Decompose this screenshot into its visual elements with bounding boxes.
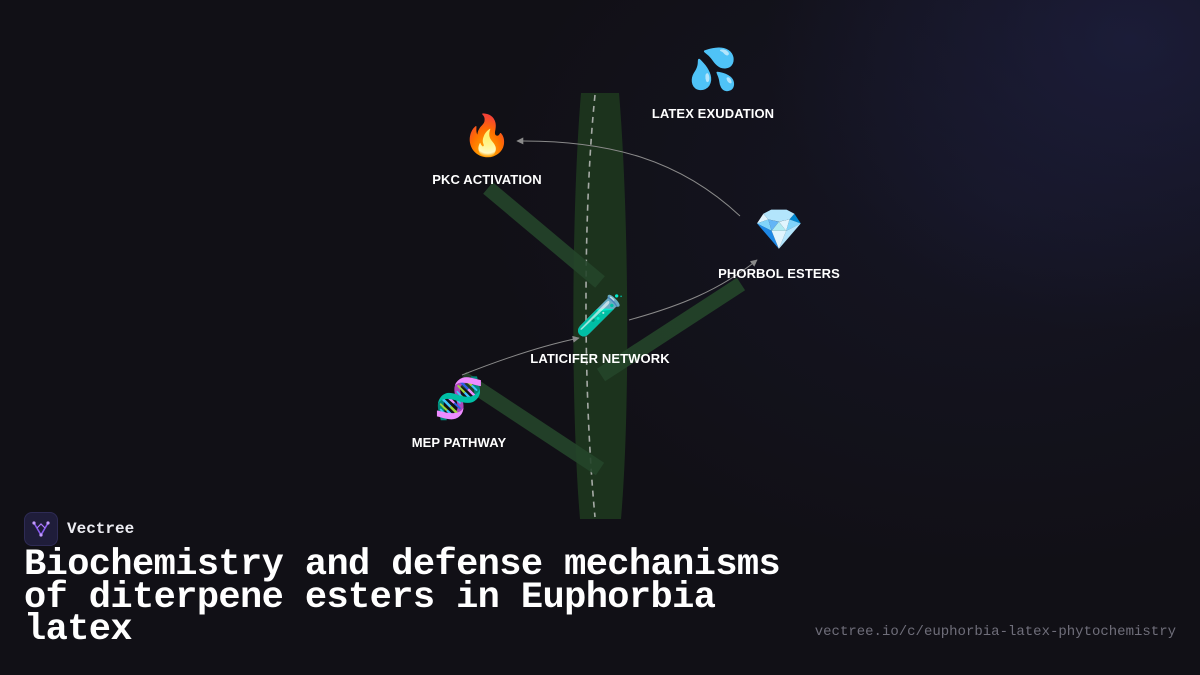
branch-lower-left xyxy=(457,371,605,476)
source-url[interactable]: vectree.io/c/euphorbia-latex-phytochemis… xyxy=(814,624,1176,640)
node-label-latex-exudation: LATEX EXUDATION xyxy=(651,106,775,121)
edge-laticifer-to-phorbol xyxy=(628,259,758,321)
page-title: Biochemistry and defense mechanisms of d… xyxy=(24,544,781,651)
node-label-phorbol-esters: PHORBOL ESTERS xyxy=(718,266,840,281)
sweat-droplets-icon: 💦 xyxy=(688,47,738,93)
branch-right xyxy=(596,277,746,382)
node-label-mep-pathway: MEP PATHWAY xyxy=(411,435,507,450)
brand: Vectree xyxy=(24,512,134,546)
edge-phorbol-to-pkc xyxy=(516,137,741,217)
edge-mep-to-laticifer xyxy=(461,335,580,376)
test-tube-icon: 🧪 xyxy=(575,293,625,339)
branch-upper-left xyxy=(483,182,605,288)
stem xyxy=(573,93,628,519)
dna-icon: 🧬 xyxy=(434,376,484,422)
vectree-logo-icon xyxy=(24,512,58,546)
fire-icon: 🔥 xyxy=(462,113,512,159)
node-label-pkc-activation: PKC ACTIVATION xyxy=(432,172,542,187)
node-label-laticifer-network: LATICIFER NETWORK xyxy=(530,351,670,366)
gem-icon: 💎 xyxy=(754,207,804,253)
brand-name: Vectree xyxy=(67,520,135,538)
